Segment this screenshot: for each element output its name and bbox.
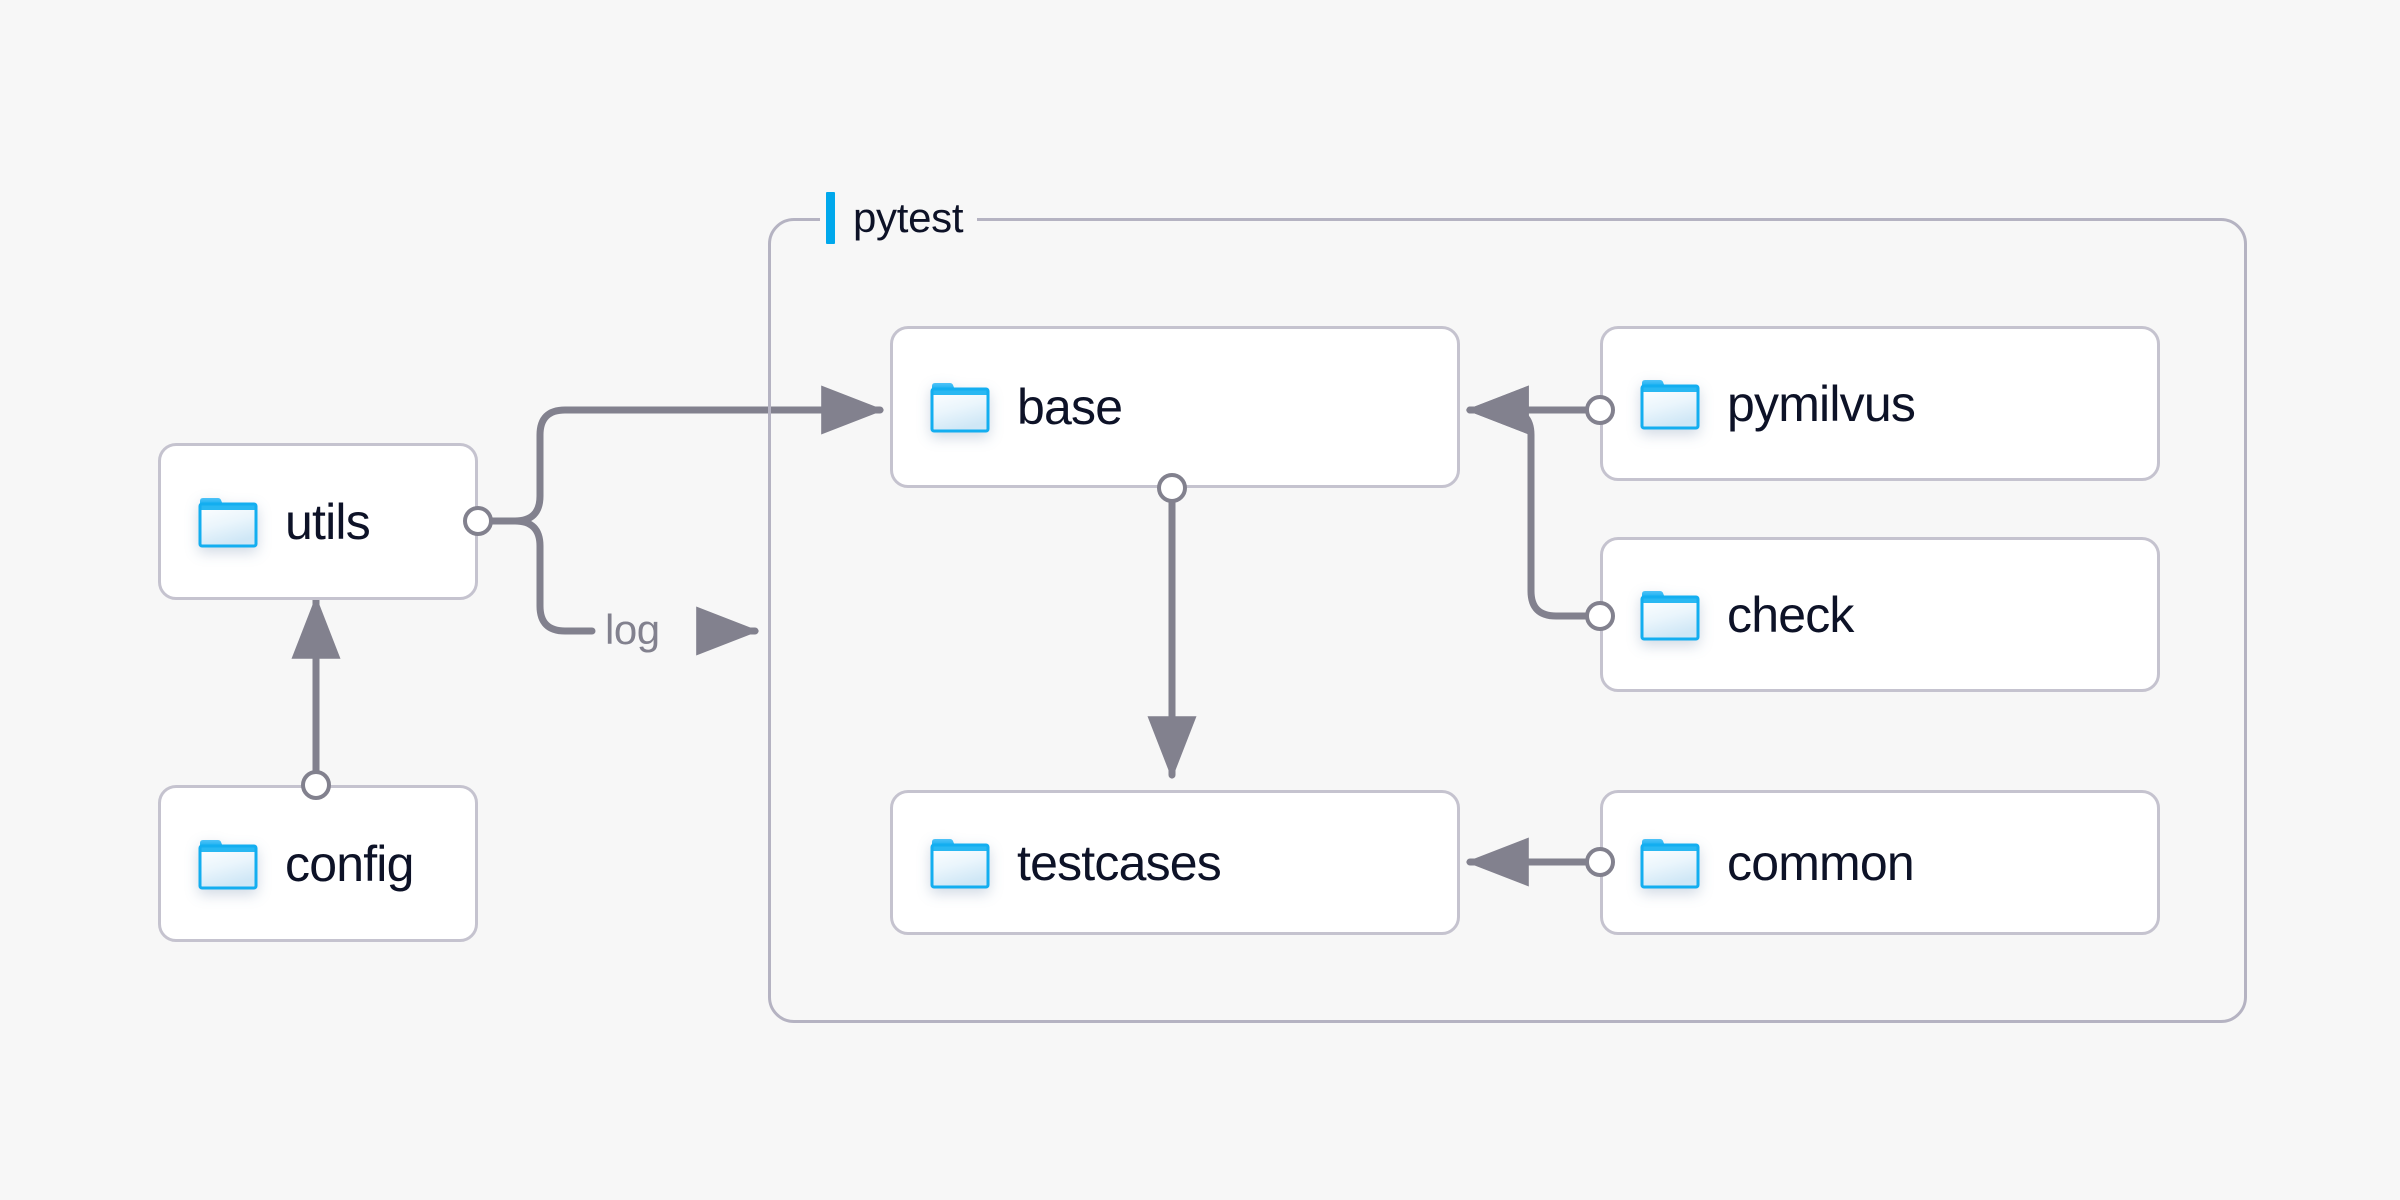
node-base-label: base — [1017, 379, 1123, 435]
node-config[interactable]: config — [158, 785, 478, 942]
port-common-left[interactable] — [1585, 847, 1615, 877]
edge-utils-log — [486, 517, 596, 635]
port-config-top[interactable] — [301, 770, 331, 800]
node-utils-label: utils — [285, 493, 371, 550]
port-pymilvus-left[interactable] — [1585, 395, 1615, 425]
node-testcases-label: testcases — [1017, 834, 1222, 891]
group-pytest-label: pytest — [820, 191, 978, 245]
node-utils[interactable]: utils — [158, 443, 478, 600]
folder-icon — [1639, 378, 1701, 430]
node-config-label: config — [285, 835, 414, 892]
port-base-bottom[interactable] — [1157, 473, 1187, 503]
folder-icon — [197, 496, 259, 548]
group-pytest — [768, 218, 2247, 1023]
node-common[interactable]: common — [1600, 790, 2160, 935]
group-pytest-label-text: pytest — [853, 194, 964, 241]
folder-icon — [197, 838, 259, 890]
edge-label-log: log — [605, 606, 660, 653]
folder-icon — [929, 837, 991, 889]
port-utils-right[interactable] — [463, 506, 493, 536]
port-check-left[interactable] — [1585, 601, 1615, 631]
node-check[interactable]: check — [1600, 537, 2160, 692]
folder-icon — [929, 381, 991, 433]
folder-icon — [1639, 837, 1701, 889]
node-base[interactable]: base — [890, 326, 1460, 488]
node-pymilvus[interactable]: pymilvus — [1600, 326, 2160, 481]
node-testcases[interactable]: testcases — [890, 790, 1460, 935]
folder-icon — [1639, 589, 1701, 641]
node-common-label: common — [1727, 834, 1915, 891]
node-pymilvus-label: pymilvus — [1727, 375, 1916, 432]
vertical-bar-icon — [826, 192, 835, 244]
node-check-label: check — [1727, 586, 1854, 643]
